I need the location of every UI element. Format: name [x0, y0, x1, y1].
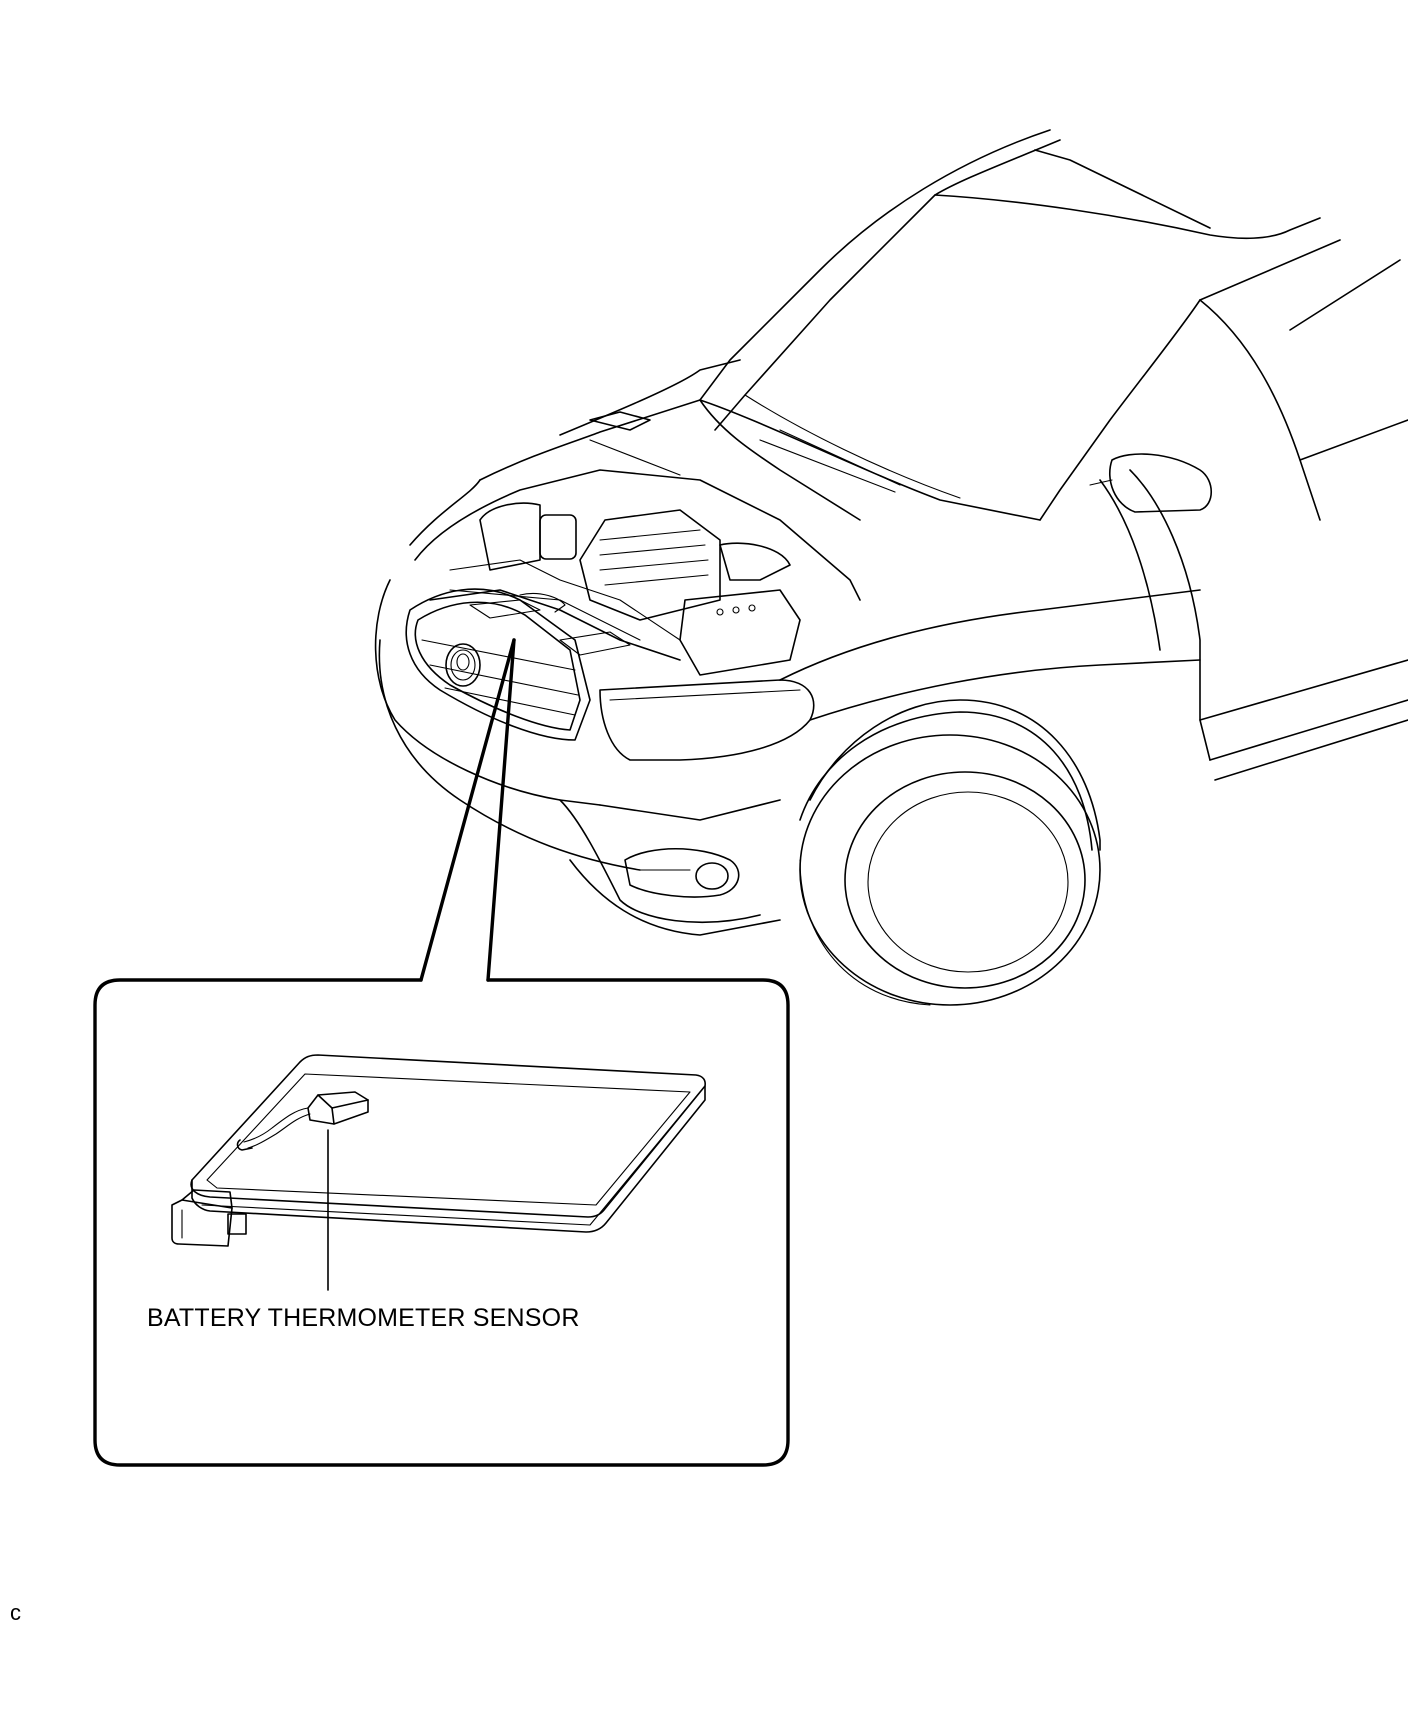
corner-reference-mark: c — [10, 1600, 22, 1625]
callout-leader — [419, 638, 516, 982]
connector-plug-icon — [171, 1189, 247, 1247]
thermometer-sensor-icon — [236, 1091, 369, 1151]
detail-callout-box — [93, 978, 790, 1467]
suv-front-quarter-icon — [374, 129, 1408, 1006]
toyota-emblem-icon — [445, 643, 481, 687]
battery-pack-icon — [190, 1054, 706, 1233]
sensor-callout-label: BATTERY THERMOMETER SENSOR — [147, 1304, 580, 1332]
